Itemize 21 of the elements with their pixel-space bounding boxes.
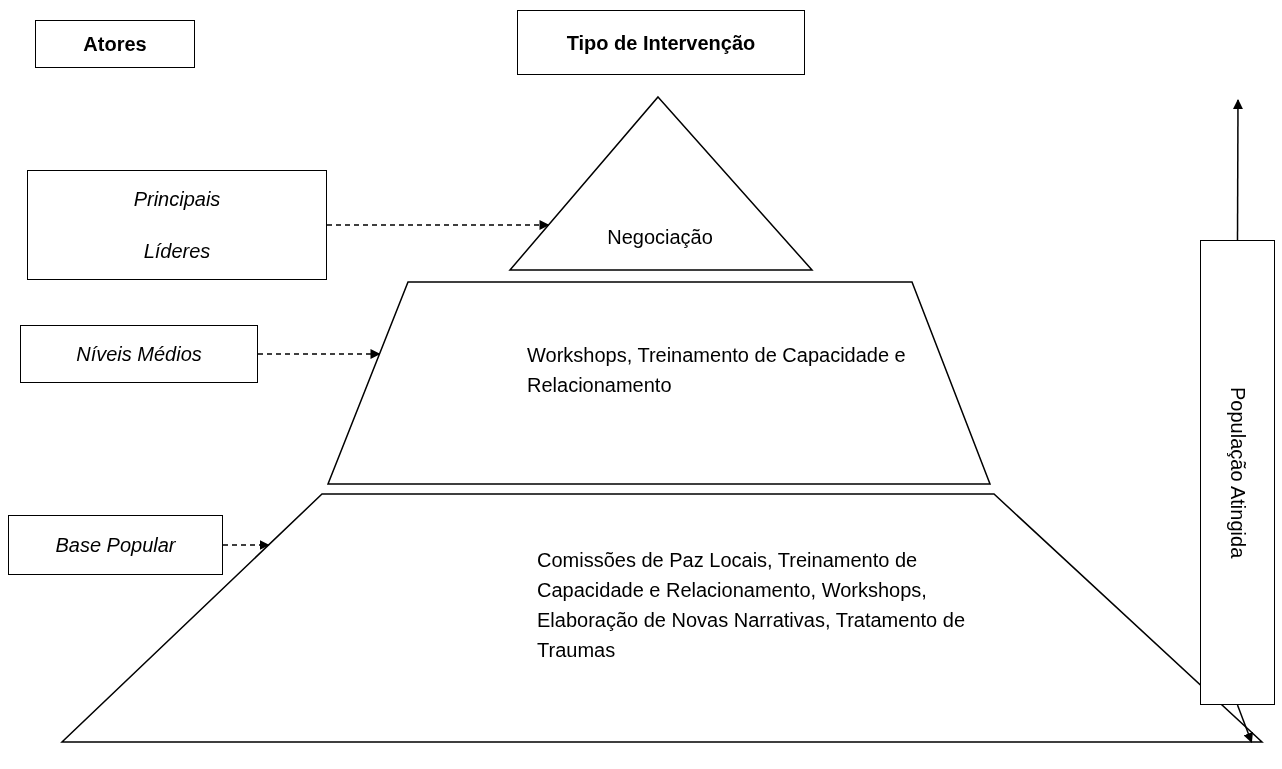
arrow: [1236, 704, 1253, 743]
actor-box: [20, 325, 258, 383]
node-label: Workshops, Treinamento de Capacidade e Relacionamento: [527, 343, 907, 398]
dashed-arrow: [257, 349, 381, 359]
arrow: [1232, 99, 1243, 241]
pyramid-top-triangle: [510, 97, 812, 270]
actor-box: [27, 170, 327, 280]
node-label: Tipo de Intervenção: [566, 30, 756, 56]
node-label: Atores: [83, 32, 147, 57]
pyramid-middle-tier: [328, 282, 990, 484]
actor-box: [8, 515, 223, 575]
population-box: [1200, 240, 1275, 705]
dashed-arrow: [222, 540, 270, 550]
node-label: Principais Líderes: [132, 187, 222, 264]
node-label: Comissões de Paz Locais, Treinamento de Capacidade e Relacionamento, Workshops, Elaboração de Novas Narrativas, Tratamento de Traumas: [537, 548, 966, 663]
header-box: [517, 10, 805, 75]
node-label: População Atingida: [1225, 386, 1250, 559]
node-label: Negociação: [606, 225, 714, 250]
header-box: [35, 20, 195, 68]
node-label: Níveis Médios: [76, 342, 202, 367]
node-label: Base Popular: [55, 533, 176, 558]
